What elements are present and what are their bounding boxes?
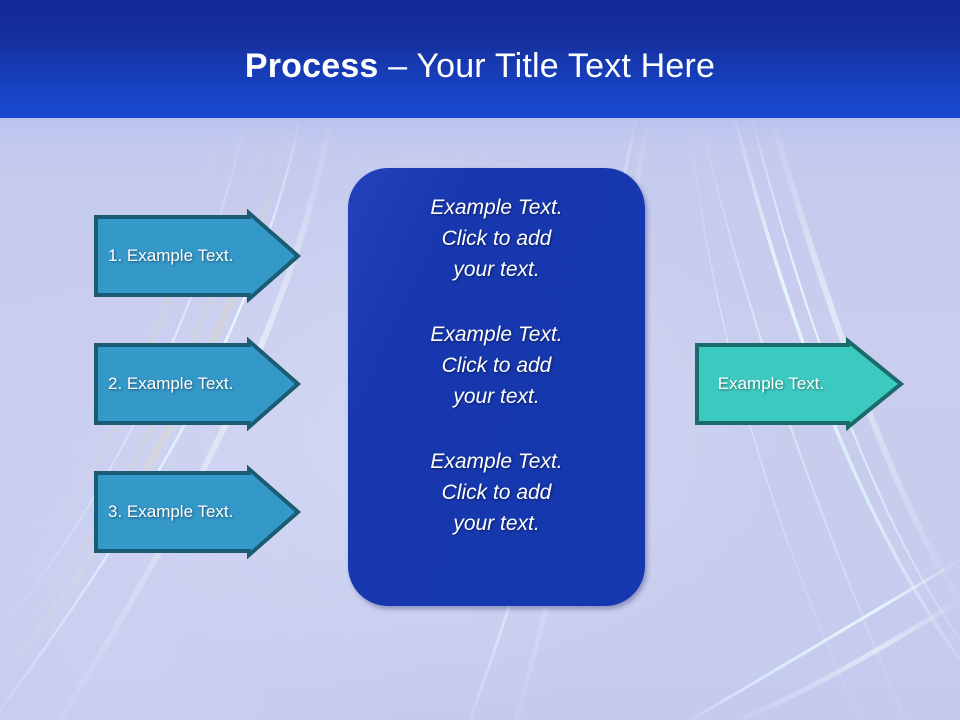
center-content-box[interactable]: Example Text. Click to add your text. Ex… bbox=[348, 168, 645, 606]
center-text-block-3: Example Text. Click to add your text. bbox=[430, 450, 563, 535]
left-arrow-1-shape bbox=[94, 208, 302, 304]
left-arrow-1[interactable]: 1. Example Text. bbox=[94, 208, 302, 304]
right-arrow-shape bbox=[695, 336, 905, 432]
left-arrow-2[interactable]: 2. Example Text. bbox=[94, 336, 302, 432]
left-arrow-2-shape bbox=[94, 336, 302, 432]
left-arrow-3-shape bbox=[94, 464, 302, 560]
left-arrow-3-label: 3. Example Text. bbox=[108, 502, 234, 521]
right-arrow[interactable]: Example Text. bbox=[695, 336, 905, 432]
left-arrow-2-label: 2. Example Text. bbox=[108, 374, 234, 393]
center-text-block-2: Example Text. Click to add your text. bbox=[430, 323, 563, 408]
left-arrow-3[interactable]: 3. Example Text. bbox=[94, 464, 302, 560]
center-text-block-1: Example Text. Click to add your text. bbox=[430, 196, 563, 281]
title-band bbox=[0, 0, 960, 118]
page-title-rest: – Your Title Text Here bbox=[378, 47, 716, 85]
page-title-bold: Process bbox=[244, 47, 379, 85]
right-arrow-label: Example Text. bbox=[717, 374, 825, 393]
left-arrow-1-label: 1. Example Text. bbox=[108, 246, 234, 265]
page-title: Process – Your Title Text Here bbox=[0, 46, 960, 86]
